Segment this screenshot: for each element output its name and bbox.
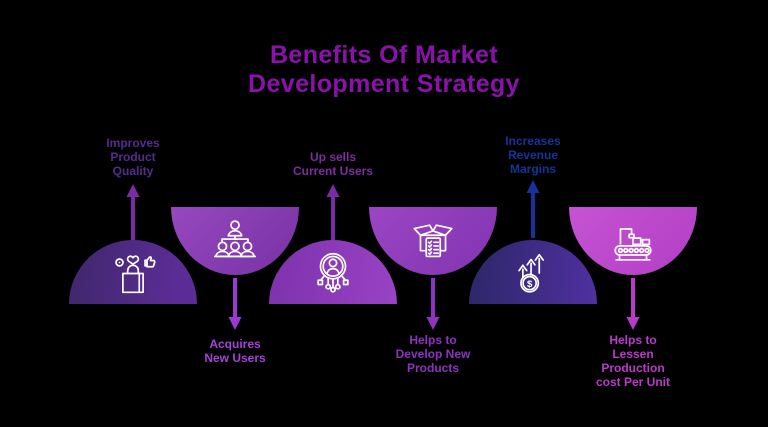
team-hierarchy-icon — [209, 216, 261, 268]
benefit-label: Improves Product Quality — [106, 136, 160, 178]
page-title: Benefits Of Market Development Strategy — [248, 40, 520, 98]
dome-shape — [269, 240, 397, 304]
up-arrow-icon — [126, 184, 140, 240]
benefit-label: Helps to Lessen Production cost Per Unit — [595, 333, 670, 389]
dollar-sign: $ — [527, 279, 533, 290]
down-arrow-icon — [426, 278, 440, 330]
dome-shape: $ — [469, 240, 597, 304]
down-arrow-icon — [228, 278, 242, 330]
benefit-label: Increases Revenue Margins — [505, 134, 561, 176]
product-box-icon — [407, 216, 459, 268]
benefit-label: Up sells Current Users — [292, 150, 374, 178]
production-line-icon — [607, 216, 659, 268]
shopping-bag-icon — [107, 248, 159, 300]
down-arrow-icon — [626, 278, 640, 330]
benefit-label: Helps to Develop New Products — [395, 333, 471, 375]
bowl-shape — [569, 207, 697, 275]
bowl-shape — [171, 207, 299, 275]
up-arrow-icon — [326, 184, 340, 240]
up-arrow-icon — [526, 180, 540, 238]
benefit-label: Acquires New Users — [204, 337, 266, 365]
connected-user-icon — [307, 248, 359, 300]
revenue-growth-icon: $ — [507, 248, 559, 300]
dome-shape — [69, 240, 197, 304]
bowl-shape — [369, 207, 497, 275]
